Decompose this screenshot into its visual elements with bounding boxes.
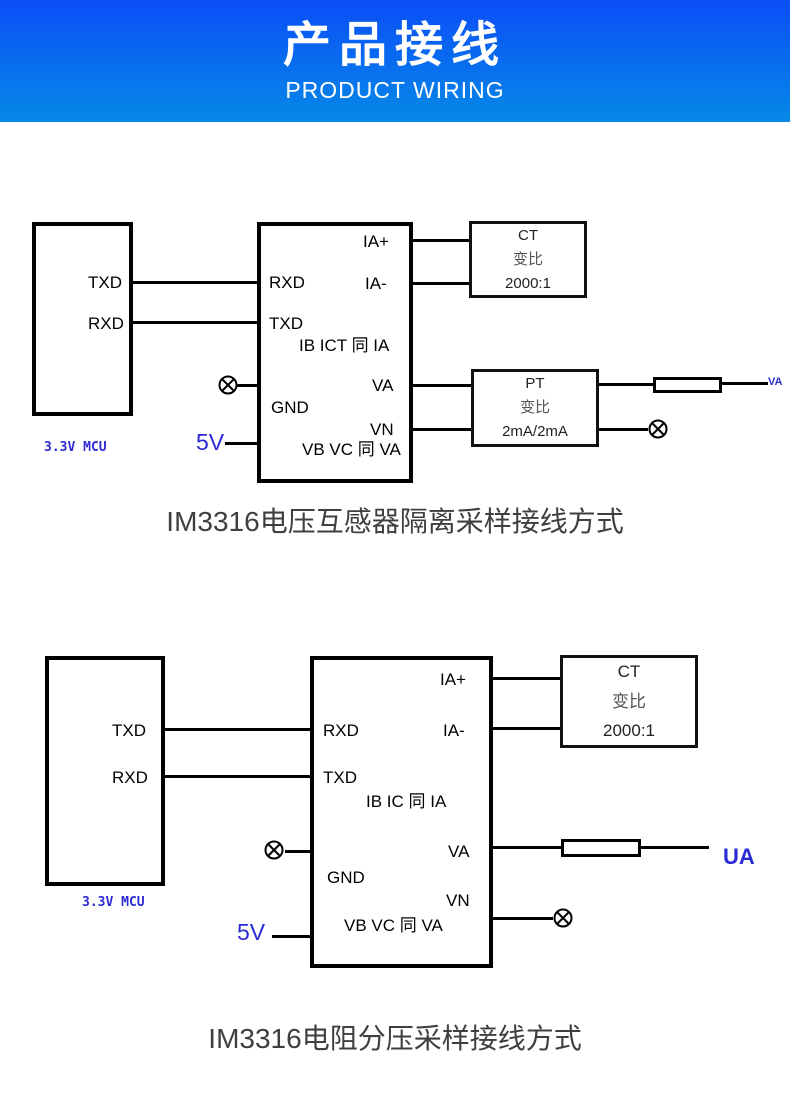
d2-mcu-pin-txd: TXD	[112, 721, 146, 740]
wire	[272, 935, 310, 938]
d1-mcu-pin-txd: TXD	[88, 273, 122, 292]
d2-chip-box	[310, 656, 493, 968]
d2-ct-box: CT 变比 2000:1	[560, 655, 698, 748]
resistor-symbol	[561, 839, 641, 857]
page-title: 产品接线	[282, 19, 507, 72]
d2-ct-line3: 2000:1	[603, 721, 655, 741]
wire	[413, 428, 471, 431]
wire	[413, 282, 469, 285]
d2-chip-pin-vn: VN	[446, 891, 470, 910]
d1-mcu-label: 3.3V MCU	[44, 440, 107, 455]
d1-pt-line3: 2mA/2mA	[502, 423, 568, 440]
d1-chip-note-voltage: VB VC 同 VA	[302, 440, 401, 459]
banner: 产品接线 PRODUCT WIRING	[0, 0, 790, 122]
wire	[133, 281, 257, 284]
d2-chip-note-current: IB IC 同 IA	[366, 792, 447, 811]
circle-cross-terminal-icon	[553, 908, 573, 928]
page-subtitle: PRODUCT WIRING	[285, 76, 505, 103]
d2-mcu-label: 3.3V MCU	[82, 895, 145, 910]
d1-chip-pin-gnd: GND	[271, 398, 309, 417]
wire	[493, 846, 561, 849]
d2-chip-pin-va: VA	[448, 842, 470, 861]
d2-mcu-box	[45, 656, 165, 886]
wire	[285, 850, 310, 853]
wire	[641, 846, 709, 849]
d2-mcu-pin-rxd: RXD	[112, 768, 148, 787]
d2-chip-note-voltage: VB VC 同 VA	[344, 916, 443, 935]
wire	[493, 917, 553, 920]
d1-chip-box	[257, 222, 413, 483]
d1-chip-pin-txd: TXD	[269, 314, 303, 333]
wire	[133, 321, 257, 324]
d1-chip-pin-ia-plus: IA+	[363, 232, 389, 251]
d2-ct-line1: CT	[617, 661, 641, 681]
wire	[413, 239, 469, 242]
d2-output-label-ua: UA	[723, 844, 755, 869]
d1-chip-pin-rxd: RXD	[269, 273, 305, 292]
d1-ct-box: CT 变比 2000:1	[469, 221, 587, 298]
wire	[225, 442, 257, 445]
d1-ct-line2: 变比	[512, 250, 543, 268]
d1-supply-5v-label: 5V	[196, 429, 225, 455]
d1-mcu-pin-rxd: RXD	[88, 314, 124, 333]
wire	[413, 384, 471, 387]
d1-chip-pin-vn: VN	[370, 420, 394, 439]
d1-mcu-box	[32, 222, 133, 416]
d2-caption: IM3316电阻分压采样接线方式	[208, 1023, 582, 1054]
d1-ct-line3: 2000:1	[505, 274, 551, 292]
wire	[599, 383, 653, 386]
wire	[165, 728, 310, 731]
d1-chip-note-current: IB ICT 同 IA	[299, 336, 390, 355]
circle-cross-terminal-icon	[264, 840, 284, 860]
circle-cross-terminal-icon	[648, 419, 668, 439]
d2-chip-pin-ia-plus: IA+	[440, 670, 466, 689]
wire	[722, 382, 768, 385]
d1-pt-box: PT 变比 2mA/2mA	[471, 369, 599, 447]
d2-chip-pin-rxd: RXD	[323, 721, 359, 740]
d1-pt-line1: PT	[525, 375, 545, 392]
d2-chip-pin-gnd: GND	[327, 868, 365, 887]
d2-supply-5v-label: 5V	[237, 919, 266, 945]
d1-output-label-va: VA	[768, 376, 783, 388]
wire	[493, 727, 561, 730]
d2-chip-pin-txd: TXD	[323, 768, 357, 787]
wire	[165, 775, 310, 778]
circle-cross-terminal-icon	[218, 375, 238, 395]
d1-pt-line2: 变比	[519, 399, 550, 416]
d1-chip-pin-va: VA	[372, 376, 394, 395]
d2-chip-pin-ia-minus: IA-	[443, 721, 465, 740]
wire	[493, 677, 561, 680]
resistor-symbol	[653, 377, 722, 393]
wire	[599, 428, 648, 431]
d2-ct-line2: 变比	[612, 691, 646, 711]
d1-chip-pin-ia-minus: IA-	[365, 274, 387, 293]
d1-caption: IM3316电压互感器隔离采样接线方式	[166, 506, 624, 537]
d1-ct-line1: CT	[518, 226, 538, 244]
wire	[237, 384, 257, 387]
